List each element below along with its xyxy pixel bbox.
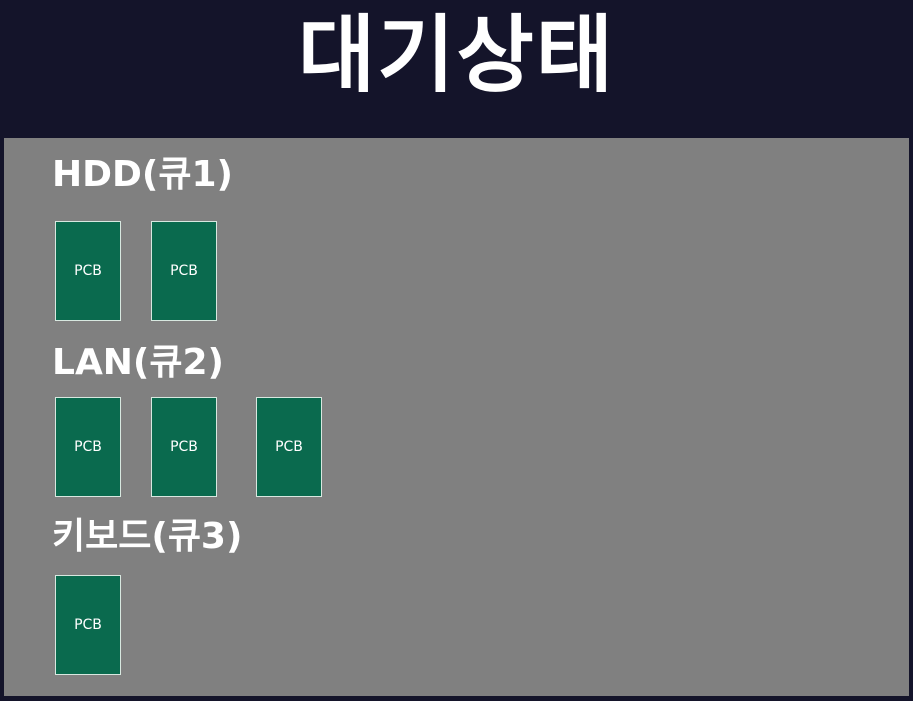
queue-label-hdd: HDD(큐1) [52,154,233,195]
pcb-block: PCB [256,397,322,497]
waiting-state-panel: HDD(큐1) PCB PCB LAN(큐2) PCB PCB PCB 키보드(… [4,138,909,696]
pcb-block: PCB [55,397,121,497]
queue-label-keyboard: 키보드(큐3) [52,516,243,557]
pcb-block: PCB [151,397,217,497]
pcb-block: PCB [55,575,121,675]
pcb-block: PCB [55,221,121,321]
page-title: 대기상태 [297,6,616,104]
pcb-block: PCB [151,221,217,321]
header-bar: 대기상태 [0,0,913,138]
queue-label-lan: LAN(큐2) [52,342,225,383]
